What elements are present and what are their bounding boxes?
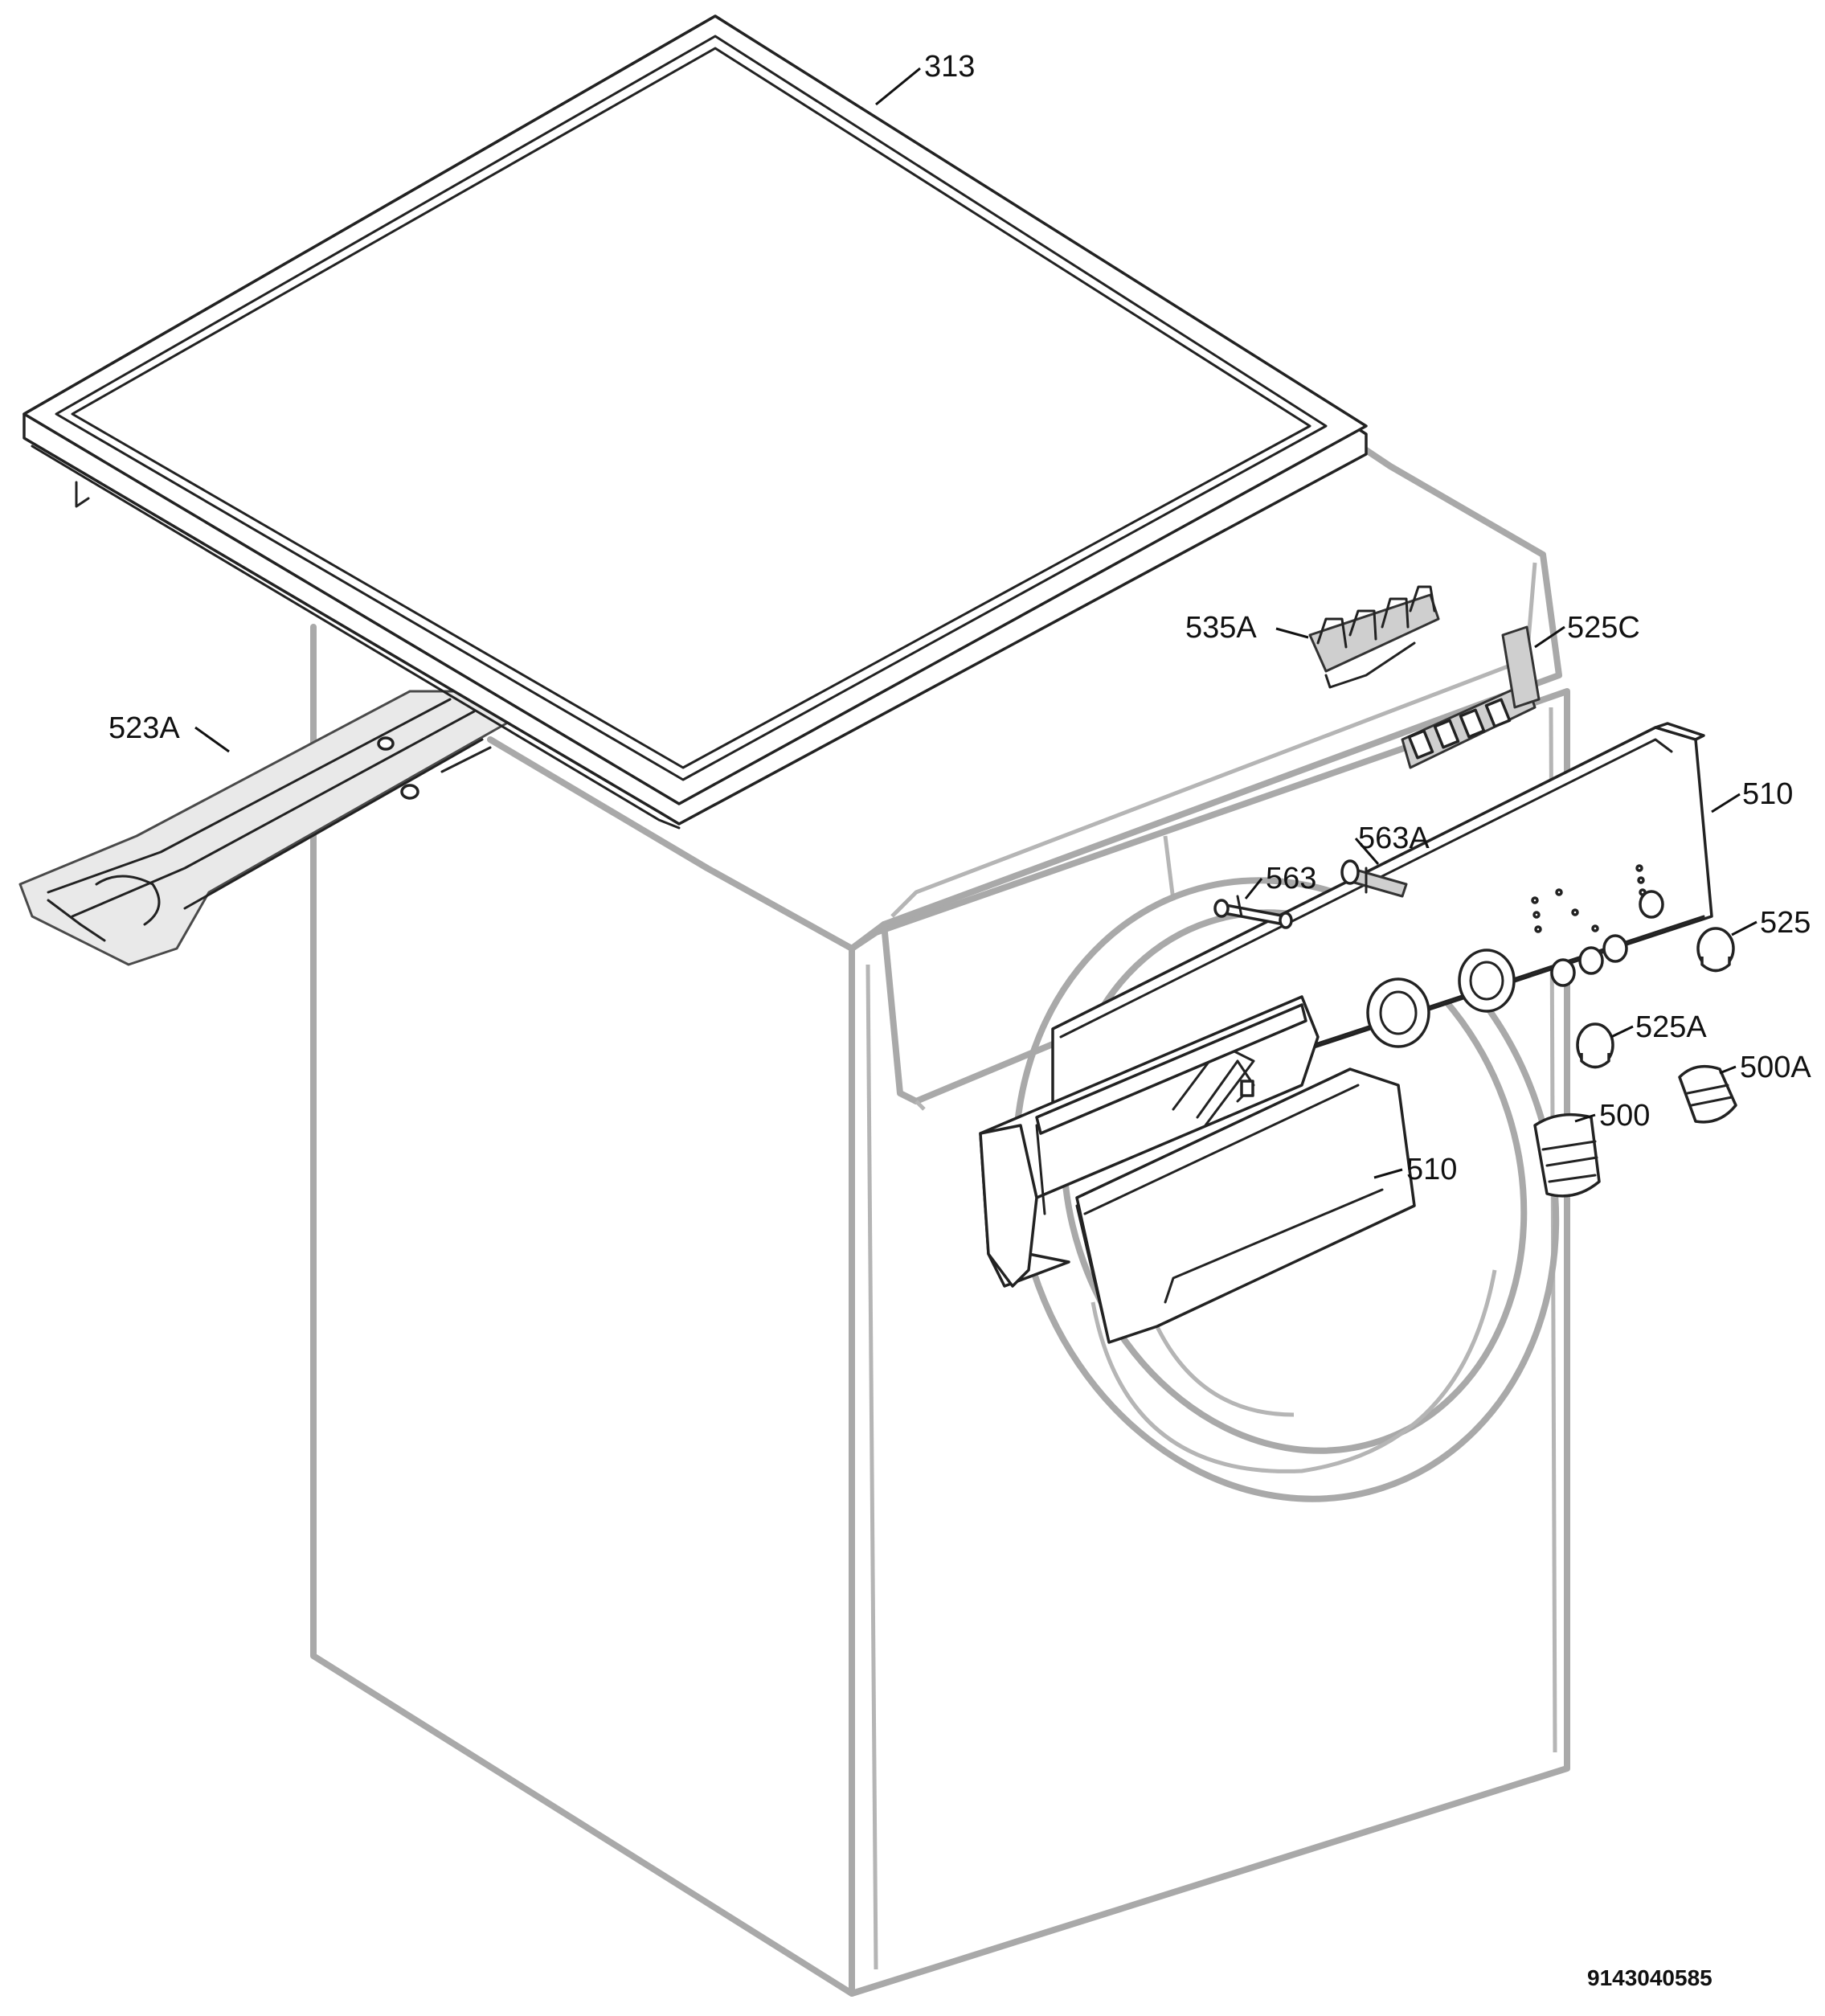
knob-500a	[1678, 1064, 1737, 1124]
label-525a: 525A	[1635, 1010, 1707, 1044]
label-525c: 525C	[1567, 611, 1640, 645]
knob-500	[1533, 1112, 1601, 1198]
knob-cap-525a	[1576, 1022, 1614, 1069]
leader-lines	[194, 67, 1757, 1179]
label-523a: 523A	[108, 711, 180, 745]
label-313: 313	[924, 50, 975, 84]
label-510-top: 510	[1742, 777, 1793, 811]
label-500: 500	[1599, 1099, 1650, 1133]
cabinet-outline	[310, 439, 1570, 1997]
label-500a: 500A	[1740, 1051, 1811, 1084]
rail-523a	[18, 690, 508, 966]
document-id: 9143040585	[1587, 1965, 1712, 1990]
label-525: 525	[1760, 906, 1811, 940]
label-535a: 535A	[1185, 611, 1257, 645]
worktop-313	[23, 14, 1368, 830]
pin-563a	[1340, 859, 1408, 898]
button-bar-525c	[1401, 625, 1541, 769]
label-563a: 563A	[1358, 822, 1430, 855]
label-563: 563	[1266, 862, 1316, 895]
label-510-drawer: 510	[1406, 1153, 1457, 1186]
control-panel-510	[1051, 722, 1713, 1127]
part-labels: 313 535A 525C 523A 510 563A 563 525 525A…	[108, 50, 1811, 1186]
pin-563	[1213, 895, 1293, 929]
switch-cluster-535a	[1308, 585, 1440, 689]
knob-cap-525	[1696, 927, 1735, 973]
detergent-drawer-510	[979, 995, 1416, 1344]
